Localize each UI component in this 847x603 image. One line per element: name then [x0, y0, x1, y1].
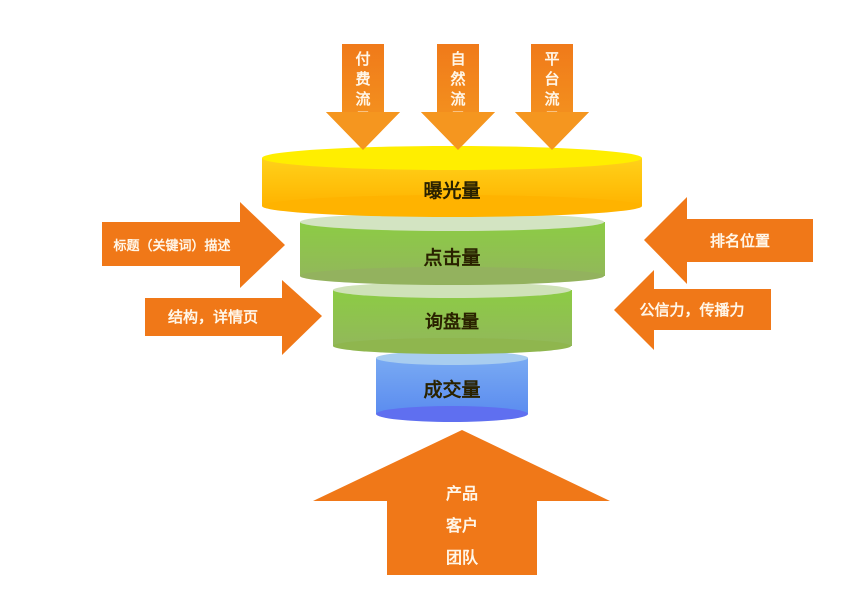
funnel-level-exposure: 曝光量: [262, 146, 642, 217]
right-arrow-credibility: 公信力，传播力: [614, 270, 771, 350]
top-arrow-char: 平: [544, 50, 559, 68]
top-arrow-char: 流: [450, 90, 465, 108]
top-arrow-char: 台: [544, 70, 559, 88]
left-arrow-label: 标题（关键词）描述: [112, 238, 230, 254]
funnel-level-inquiries: 询盘量: [333, 282, 572, 354]
funnel-level-clicks: 点击量: [300, 213, 605, 285]
funnel-level-label: 成交量: [423, 378, 480, 401]
top-arrow-char: 自: [450, 50, 465, 68]
funnel-level-deals: 成交量: [376, 351, 528, 422]
bottom-arrow-foundation: 产品 客户 团队: [313, 430, 610, 575]
right-arrow-label: 排名位置: [710, 232, 770, 250]
left-arrow-title-keywords: 标题（关键词）描述: [102, 202, 285, 288]
top-arrow-tip: [515, 112, 589, 150]
top-arrow-char: 付: [355, 50, 370, 68]
left-arrow-structure-details: 结构，详情页: [145, 280, 322, 355]
left-arrow-label: 结构，详情页: [168, 308, 258, 326]
funnel-level-label: 曝光量: [423, 179, 480, 202]
right-arrow-ranking: 排名位置: [644, 197, 813, 284]
bottom-arrow-line: 客户: [446, 516, 478, 535]
bottom-arrow-line: 产品: [446, 484, 478, 503]
top-arrow-char: 费: [355, 70, 370, 88]
top-arrow-char: 流: [355, 90, 370, 108]
right-arrow-label: 公信力，传播力: [639, 301, 744, 319]
top-arrow-tip: [421, 112, 495, 150]
top-arrow-tip: [326, 112, 400, 150]
bottom-arrow-line: 团队: [446, 548, 479, 567]
funnel-level-label: 询盘量: [425, 311, 479, 333]
top-arrow-char: 流: [544, 90, 559, 108]
top-arrow-char: 然: [450, 70, 465, 88]
funnel-level-label: 点击量: [423, 247, 480, 269]
